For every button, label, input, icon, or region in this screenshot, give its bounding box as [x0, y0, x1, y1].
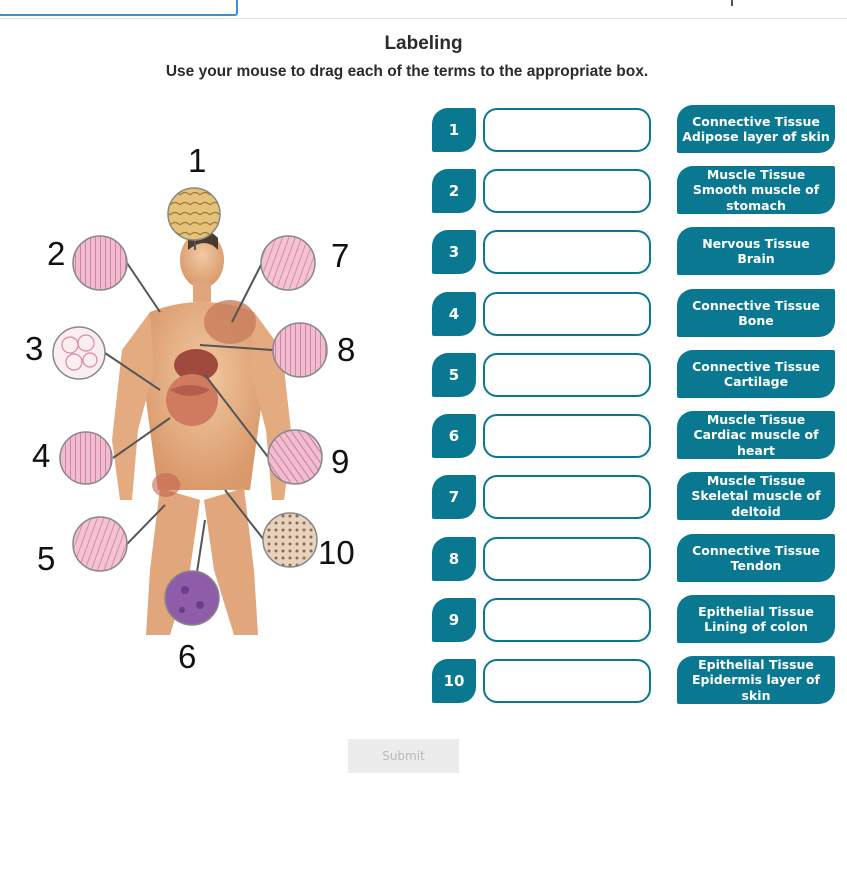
figure-label-5: 5 [37, 542, 55, 575]
top-bar [0, 0, 847, 19]
figure-label-9: 9 [331, 445, 349, 478]
figure-label-8: 8 [337, 333, 355, 366]
drop-target[interactable] [483, 414, 651, 458]
instructions: Use your mouse to drag each of the terms… [0, 63, 814, 81]
drop-target[interactable] [483, 353, 651, 397]
figure-label-7: 7 [331, 239, 349, 272]
top-input-frame[interactable] [0, 0, 238, 16]
figure-label-2: 2 [47, 237, 65, 270]
row-number-badge: 8 [432, 537, 476, 581]
row-number-badge: 3 [432, 230, 476, 274]
row-number-badge: 6 [432, 414, 476, 458]
figure-label-1: 1 [188, 144, 206, 177]
top-bar-mark [731, 0, 733, 6]
drop-target[interactable] [483, 169, 651, 213]
drop-target[interactable] [483, 598, 651, 642]
drop-target[interactable] [483, 230, 651, 274]
row-number-badge: 1 [432, 108, 476, 152]
anatomy-figure: 1 2 3 4 5 6 7 8 9 10 [0, 100, 420, 700]
drop-target[interactable] [483, 537, 651, 581]
drop-target[interactable] [483, 659, 651, 703]
row-number-badge: 5 [432, 353, 476, 397]
figure-label-3: 3 [25, 332, 43, 365]
row-number-badge: 4 [432, 292, 476, 336]
drop-target[interactable] [483, 292, 651, 336]
figure-label-4: 4 [32, 439, 50, 472]
drop-target[interactable] [483, 108, 651, 152]
figure-label-6: 6 [178, 640, 196, 673]
row-number-badge: 9 [432, 598, 476, 642]
submit-button[interactable]: Submit [348, 739, 459, 773]
row-number-badge: 10 [432, 659, 476, 703]
page-title: Labeling [0, 33, 847, 55]
row-number-badge: 2 [432, 169, 476, 213]
human-body-illustration [0, 100, 420, 700]
drop-target[interactable] [483, 475, 651, 519]
figure-label-10: 10 [318, 536, 355, 569]
row-number-badge: 7 [432, 475, 476, 519]
